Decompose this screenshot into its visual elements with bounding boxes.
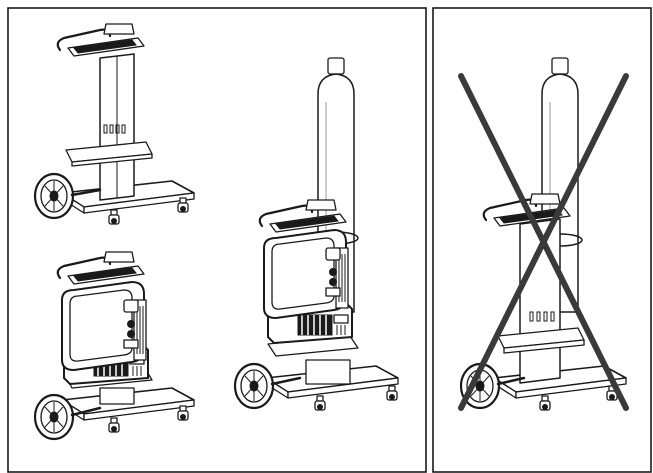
empty-trolley xyxy=(33,22,195,225)
trolley-with-welder xyxy=(33,250,195,441)
wheel-icon xyxy=(33,172,75,220)
trolley-with-cylinder xyxy=(233,57,399,411)
prohibited-cross-icon xyxy=(458,73,629,411)
